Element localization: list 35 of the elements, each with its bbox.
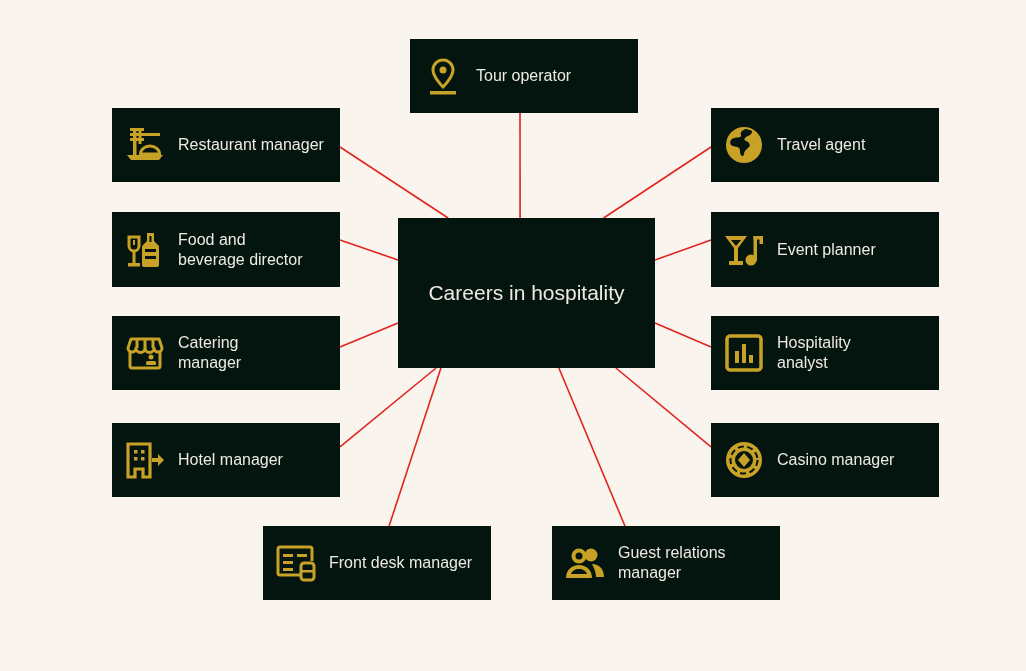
connector-line [388,367,442,527]
career-title: Event planner [777,239,876,260]
connector-line [339,322,399,348]
career-title: Restaurant manager [178,135,324,155]
career-box [711,423,939,497]
career-box [112,423,340,497]
career-title: Hospitality analyst [777,333,852,373]
career-title: Casino manager [777,450,895,470]
hub-title: Careers in hospitality [427,280,626,306]
career-box [263,526,491,600]
career-title: Front desk manager [329,553,473,573]
career-title: Travel agent [777,135,866,155]
career-title: Guest relations manager [618,543,727,583]
connector-line [519,112,521,219]
connector-line [339,367,437,448]
career-box [711,212,939,287]
connector-line [339,146,449,219]
career-box [711,316,939,390]
connector-line [615,367,712,448]
career-title: Hotel manager [178,450,283,470]
connector-line [339,239,399,261]
hub-box [398,218,655,368]
connector-line [558,367,626,527]
career-title: Food and beverage director [178,229,304,270]
career-title: Catering manager [178,333,243,373]
career-box [552,526,780,600]
connector-line [602,146,712,219]
career-box [112,316,340,390]
career-title: Tour operator [476,66,572,86]
career-box [112,212,340,287]
connector-line [654,239,712,261]
career-box [112,108,340,182]
career-box [410,39,638,113]
connector-line [654,322,712,348]
career-box [711,108,939,182]
